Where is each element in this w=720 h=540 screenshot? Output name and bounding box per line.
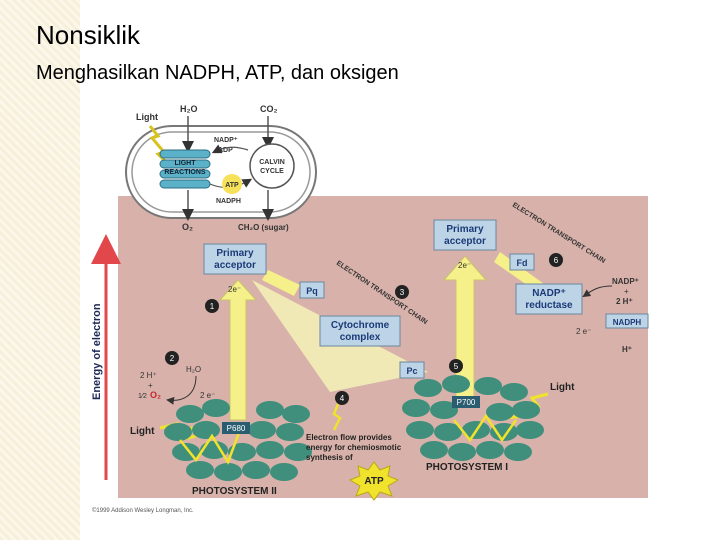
primary-acceptor-right-line2: acceptor	[444, 236, 486, 247]
step-3: 3	[400, 288, 405, 297]
inset-adp-label: ADP	[218, 147, 233, 154]
pq-box: Pq	[299, 281, 325, 299]
step-2: 2	[170, 354, 175, 363]
inset-sugar-label: CH₂O (sugar)	[238, 223, 289, 232]
inset-calvin-line1: CALVIN	[259, 159, 285, 166]
inset-light-reactions-line2: REACTIONS	[164, 169, 206, 176]
step-6: 6	[554, 256, 559, 265]
h2o-input: H₂O	[186, 365, 201, 374]
pc-box: Pc	[399, 361, 425, 379]
nadp-plus-input: NADP⁺	[612, 277, 639, 286]
step-5: 5	[454, 362, 459, 371]
photosystem-i-cluster: P700	[402, 375, 544, 461]
nadp-reductase-box: NADP⁺ reductase	[515, 283, 583, 315]
electron-label-1: 2e⁻	[228, 285, 241, 294]
inset-co2-label: CO₂	[260, 104, 278, 114]
primary-acceptor-left: Primary acceptor	[203, 243, 267, 275]
cytochrome-complex-box: Cytochrome complex	[319, 315, 401, 347]
electron-label-2: 2e⁻	[458, 261, 471, 270]
inset-atp-label: ATP	[225, 182, 239, 189]
electron-flow-line3: synthesis of	[306, 453, 353, 462]
photosystem-ii-cluster: P680	[164, 399, 312, 481]
h-plus-output: H⁺	[622, 345, 632, 354]
light-right-label: Light	[550, 382, 575, 393]
inset-light-label: Light	[136, 112, 158, 122]
pc-label: Pc	[406, 366, 417, 376]
etc-left-band	[262, 270, 300, 296]
nadp-reductase-line1: NADP⁺	[532, 288, 566, 299]
inset-nadph-label: NADPH	[216, 198, 241, 205]
ps1-excitation-arrow	[442, 255, 488, 401]
atp-bolt	[332, 403, 342, 431]
atp-label: ATP	[364, 476, 384, 487]
half-o2-coefficient: 1⁄2	[138, 393, 147, 400]
fd-box: Fd	[509, 253, 535, 271]
step-1: 1	[210, 302, 215, 311]
fd-label: Fd	[517, 258, 528, 268]
step-markers: 1 2 3 4 5 6	[165, 253, 563, 405]
photosystem-ii-label: PHOTOSYSTEM II	[192, 486, 277, 497]
primary-acceptor-right: Primary acceptor	[433, 219, 497, 251]
decorative-left-strip	[0, 0, 80, 540]
primary-acceptor-left-line2: acceptor	[214, 260, 256, 271]
p680-label: P680	[227, 424, 246, 433]
two-h-plus-left: 2 H⁺	[140, 371, 157, 380]
electron-flow-line2: energy for chemiosmotic	[306, 443, 402, 452]
primary-acceptor-right-line1: Primary	[446, 224, 484, 235]
inset-nadp-label: NADP⁺	[214, 137, 238, 144]
copyright-text: ©1999 Addison Wesley Longman, Inc.	[92, 507, 194, 514]
pq-label: Pq	[306, 286, 318, 296]
slide-subtitle: Menghasilkan NADPH, ATP, dan oksigen	[36, 62, 399, 84]
electron-label-3: 2 e⁻	[200, 391, 215, 400]
nadph-output-box: NADPH	[605, 313, 649, 329]
nadph-output-label: NADPH	[613, 318, 642, 327]
inset-light-reactions-line1: LIGHT	[175, 160, 197, 167]
nadp-two-h-plus: 2 H⁺	[616, 297, 633, 306]
photosystem-diagram: Energy of electron Light H₂O CO₂ LIGHT R…	[88, 100, 708, 520]
electron-flow-line1: Electron flow provides	[306, 433, 392, 442]
inset-o2-label: O₂	[182, 222, 193, 232]
light-left-label: Light	[130, 426, 155, 437]
chloroplast-inset: Light H₂O CO₂ LIGHT REACTIONS CALVIN CYC…	[125, 104, 317, 232]
cytochrome-line2: complex	[340, 332, 381, 343]
slide-title: Nonsiklik	[36, 20, 141, 50]
inset-calvin-line2: CYCLE	[260, 168, 284, 175]
o2-product: O₂	[150, 390, 161, 400]
electron-label-4: 2 e⁻	[576, 327, 591, 336]
cytochrome-line1: Cytochrome	[331, 320, 390, 331]
step-4: 4	[340, 394, 345, 403]
energy-axis-label: Energy of electron	[91, 303, 103, 400]
ps2-excitation-arrow	[218, 279, 258, 421]
atp-starburst	[348, 461, 400, 501]
inset-h2o-label: H₂O	[180, 104, 198, 114]
p700-label: P700	[457, 398, 476, 407]
nadp-reductase-line2: reductase	[525, 300, 573, 311]
plus-left: +	[148, 381, 153, 390]
primary-acceptor-left-line1: Primary	[216, 248, 254, 259]
photosystem-i-label: PHOTOSYSTEM I	[426, 462, 508, 473]
nadp-plus-sign: +	[624, 287, 629, 296]
